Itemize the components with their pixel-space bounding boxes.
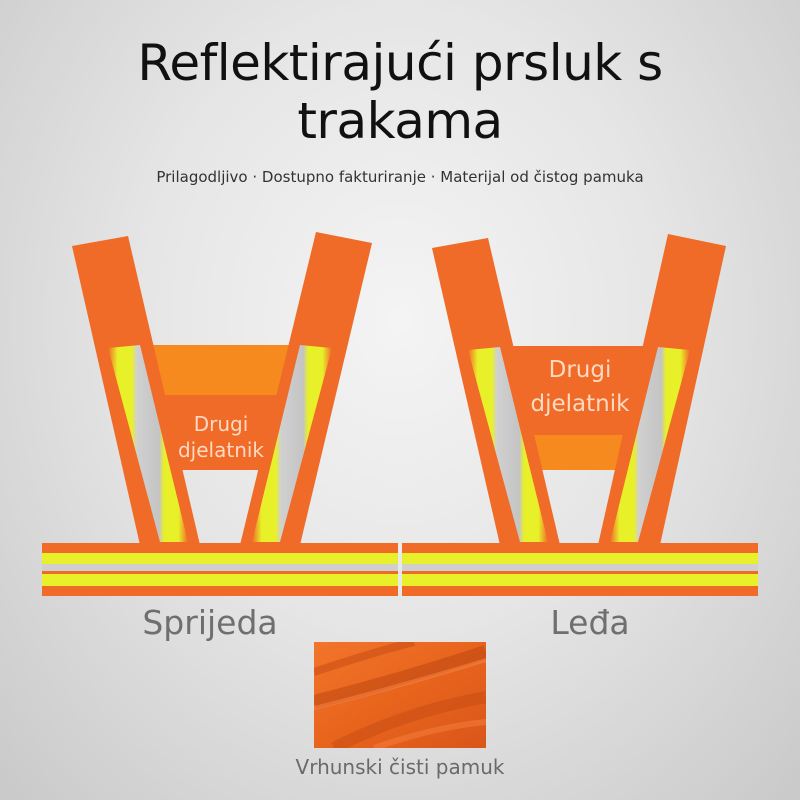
back-vest-label-2: djelatnik [531, 391, 631, 417]
front-right-reflective [252, 345, 332, 542]
back-vest-label-1: Drugi [549, 357, 612, 383]
front-belt-silver-1 [42, 564, 398, 571]
front-label-panel [150, 395, 295, 470]
front-caption: Sprijeda [142, 603, 278, 642]
title-line-1: Reflektirajući prsluk s [137, 34, 663, 92]
fabric-caption: Vrhunski čisti pamuk [295, 755, 505, 779]
back-belt-stripe-1 [402, 553, 758, 564]
back-left-reflective [468, 347, 548, 542]
back-vest: Drugi djelatnik [402, 234, 758, 596]
back-caption: Leđa [550, 603, 630, 642]
front-vest-label-2: djelatnik [178, 438, 264, 462]
front-chest-panel [140, 345, 300, 395]
back-belt-stripe-2 [402, 574, 758, 586]
subtitle: Prilagodljivo · Dostupno fakturiranje · … [156, 168, 644, 186]
back-right-reflective [610, 347, 690, 542]
front-belt-stripe-2 [42, 574, 398, 586]
fabric-swatch-image [314, 642, 486, 748]
title-line-2: trakama [297, 92, 503, 150]
page-title: Reflektirajući prsluk s trakama [0, 34, 800, 150]
back-belt-silver-1 [402, 564, 758, 571]
front-vest-label-1: Drugi [194, 412, 249, 436]
front-belt-stripe-1 [42, 553, 398, 564]
front-vest: Drugi djelatnik [42, 232, 398, 596]
front-left-reflective [108, 345, 188, 542]
